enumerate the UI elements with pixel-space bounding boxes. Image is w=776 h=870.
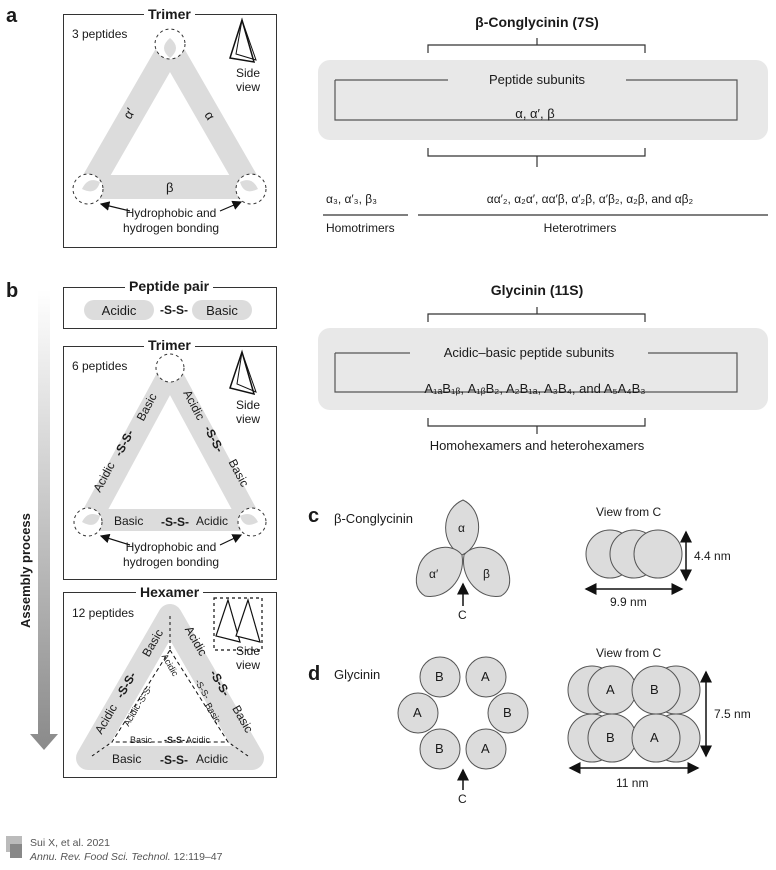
peptide-subunits-label: Peptide subunits	[448, 72, 626, 87]
bonding-arrow-left-b	[99, 533, 131, 546]
panel-label-b: b	[6, 280, 19, 302]
homotrimer-formula: α₃, α′₃, β₃	[326, 192, 378, 206]
side-view-label-b: Side view	[235, 398, 261, 426]
citation: Sui X, et al. 2021 Annu. Rev. Food Sci. …	[30, 836, 222, 864]
d-a-left: A	[413, 705, 422, 720]
c-c-label: C	[458, 608, 467, 622]
d-c-label: C	[458, 792, 467, 806]
trimer-title-b: Trimer	[144, 337, 195, 353]
pair-basic-pill: Basic	[192, 300, 252, 320]
c-width-label: 9.9 nm	[610, 595, 647, 609]
d-side-a-top: A	[606, 682, 615, 697]
citation-pages: 12:119–47	[170, 851, 223, 863]
hexamer-side-view-icon	[213, 597, 263, 651]
glycinin-title: Glycinin (11S)	[490, 282, 584, 298]
c-view-label: View from C	[596, 505, 662, 519]
peptide-count-hexamer: 12 peptides	[72, 606, 135, 620]
side-view-icon	[229, 17, 257, 63]
glycinin-subunit-box	[318, 328, 768, 410]
c-alpha: α	[458, 521, 465, 535]
trimer-acidic-bottom: Acidic	[196, 514, 229, 528]
trimer-triangle-b	[73, 353, 267, 537]
conglycinin-bracket-top	[427, 38, 646, 53]
hex-ss-bottom: -S-S-	[160, 753, 188, 767]
citation-journal: Annu. Rev. Food Sci. Technol.	[30, 851, 171, 863]
d-side-b-top: B	[650, 682, 659, 697]
hex-inner-basic-bottom: Basic	[130, 735, 153, 745]
hex-inner-acidic-bottom: Acidic	[186, 735, 211, 745]
side-view-label-hexamer: Side view	[235, 644, 261, 672]
d-height-label: 7.5 nm	[714, 707, 751, 721]
hex-acidic-bottom: Acidic	[196, 752, 229, 766]
d-b-bottom-left: B	[435, 741, 444, 756]
d-view-label: View from C	[596, 646, 662, 660]
side-view-icon-b	[229, 349, 257, 396]
d-side-a-bottom: A	[650, 730, 659, 745]
d-a-top-right: A	[481, 669, 490, 684]
d-b-right: B	[503, 705, 512, 720]
conglycinin-model	[415, 499, 511, 597]
d-side-b-bottom: B	[606, 730, 615, 745]
c-alpha-prime: α′	[429, 567, 439, 581]
bonding-arrow-right-b	[219, 534, 243, 546]
glycinin-side-model	[567, 665, 701, 763]
citation-source: Annu. Rev. Food Sci. Technol. 12:119–47	[30, 850, 222, 864]
bonding-label-a: Hydrophobic and hydrogen bonding	[122, 206, 220, 235]
assembly-process-label: Assembly process	[18, 513, 33, 628]
trimer-basic-bottom: Basic	[114, 514, 144, 528]
bonding-arrow-left	[99, 201, 131, 212]
acidic-basic-label: Acidic–basic peptide subunits	[410, 345, 648, 360]
hex-inner-ss-bottom: -S-S-	[164, 735, 185, 745]
conglycinin-title: β-Conglycinin (7S)	[475, 14, 599, 30]
bonding-arrow-right	[219, 200, 243, 212]
citation-authors: Sui X, et al. 2021	[30, 837, 110, 849]
glycinin-subunit-bracket	[334, 352, 738, 393]
pair-acidic-pill: Acidic	[84, 300, 154, 320]
peptide-count-a: 3 peptides	[72, 27, 128, 41]
assembly-arrow	[30, 290, 58, 750]
glycinin-subunit-formula: A₁ₐB₁ᵦ, A₁ᵦB₂, A₂B₁ₐ, A₃B₄, and A₅A₄B₃	[424, 381, 646, 396]
conglycinin-bracket-bottom	[427, 148, 646, 167]
c-height-label: 4.4 nm	[694, 549, 731, 563]
c-beta: β	[483, 567, 490, 581]
heterotrimers-label: Heterotrimers	[543, 221, 617, 235]
glycinin-label-d: Glycinin	[334, 667, 381, 682]
panel-label-d: d	[308, 663, 321, 685]
hex-basic-bottom: Basic	[112, 752, 142, 766]
panel-label-c: c	[308, 505, 320, 527]
homotrimers-label: Homotrimers	[326, 221, 395, 235]
annual-reviews-logo	[6, 836, 22, 858]
hexamer-title: Hexamer	[136, 584, 204, 600]
peptide-count-b: 6 peptides	[72, 359, 128, 373]
conglycinin-side-model	[585, 529, 683, 579]
heterotrimer-formula: αα′₂, α₂α′, αα′β, α′₂β, α′β₂, α₂β, and α…	[486, 192, 694, 206]
d-b-top-left: B	[435, 669, 444, 684]
hexamers-label: Homohexamers and heterohexamers	[429, 438, 645, 453]
side-view-label: Side view	[235, 66, 261, 94]
trimer-ss-bottom: -S-S-	[161, 515, 189, 529]
panel-label-a: a	[6, 5, 18, 27]
glycinin-bracket-bottom	[427, 418, 646, 434]
bonding-label-b: Hydrophobic and hydrogen bonding	[122, 540, 220, 569]
peptide-pair-title: Peptide pair	[125, 278, 214, 294]
pair-disulfide-label: -S-S-	[160, 303, 188, 317]
trimer-triangle-a	[72, 28, 267, 205]
glycinin-model	[397, 656, 529, 770]
peptide-subunit-bracket	[334, 79, 738, 121]
hexamer-triangle	[76, 604, 264, 770]
conglycinin-label-c: β-Conglycinin	[334, 511, 414, 526]
d-width-label: 11 nm	[616, 776, 649, 790]
d-a-bottom-right: A	[481, 741, 490, 756]
trimer-title-a: Trimer	[144, 6, 195, 22]
glycinin-bracket-top	[427, 307, 646, 322]
beta-label: β	[166, 180, 174, 195]
subunit-list: α, α′, β	[515, 106, 555, 121]
